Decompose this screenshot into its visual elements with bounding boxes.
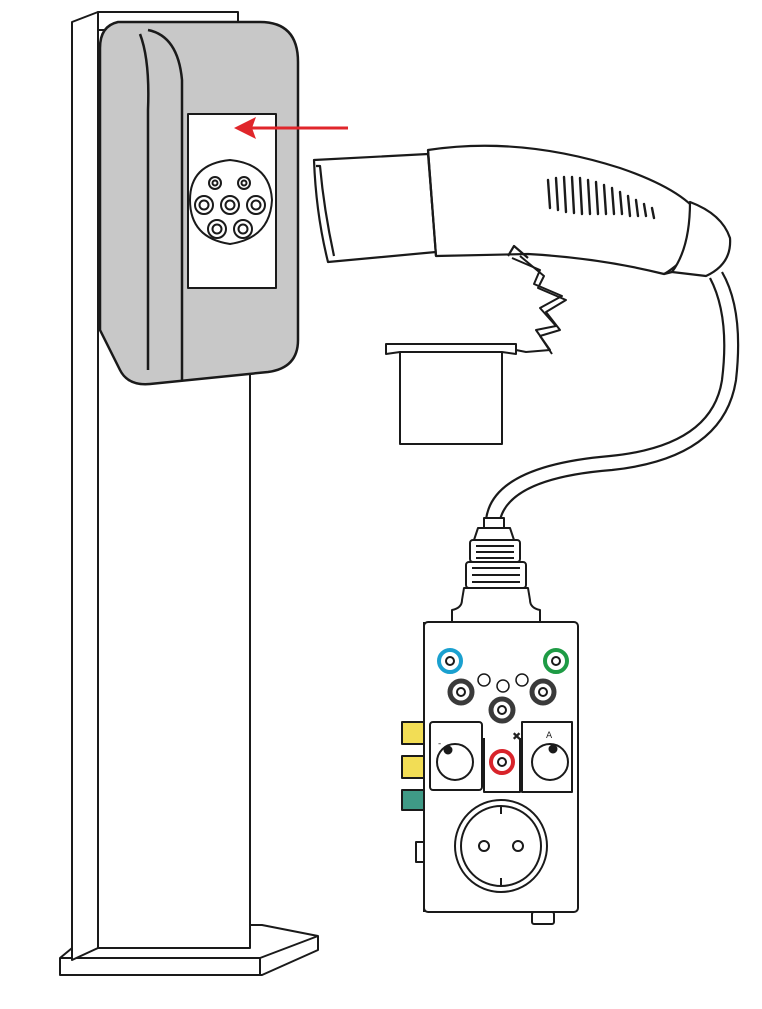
insert-arrow-icon [234,117,348,139]
knob-right-label: A [546,731,553,741]
port-red [489,749,515,775]
port-cyan [437,648,463,674]
side-tab-yellow-top [401,721,425,745]
side-tab-teal [401,789,425,811]
schuko-outlet-icon [454,799,548,893]
port-green [543,648,569,674]
charging-plug-icon [312,144,732,278]
selector-knob-right [531,743,569,781]
port-dark-center [488,696,516,724]
station-pillar [71,11,99,961]
type2-socket-icon [188,158,274,246]
adapter-ports [437,648,569,775]
side-tab-yellow-bottom [401,755,425,779]
plug-vent-slots [546,175,656,220]
port-dark-right [529,678,557,706]
selector-mark: ✖ [512,730,521,743]
cable-icon [484,271,740,521]
selector-knob-left [436,743,474,781]
protective-cap-icon [385,255,567,445]
knob-left-label: - [438,739,441,749]
indicator-holes [477,673,529,693]
port-dark-left [447,678,475,706]
